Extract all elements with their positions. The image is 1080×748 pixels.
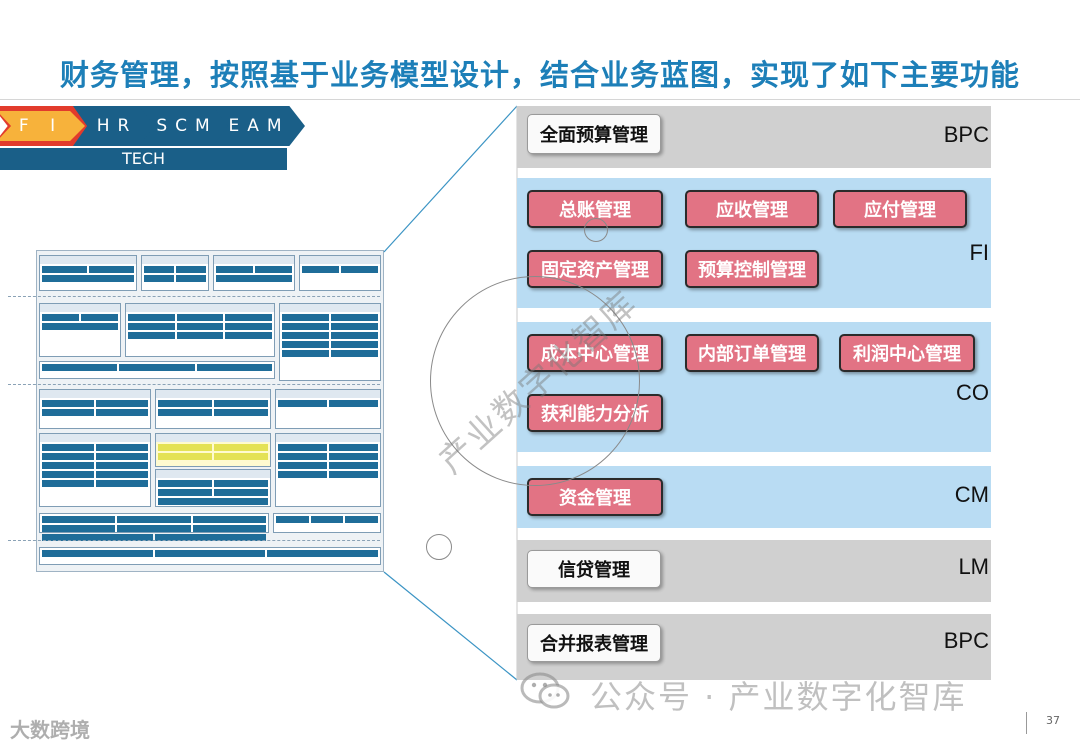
footer-watermark: 公众号 · 产业数字化智库 [590, 678, 967, 716]
title-divider [0, 99, 1080, 100]
arch-block [39, 303, 121, 357]
chevron-fi[interactable]: F I [0, 106, 90, 146]
arch-block [39, 389, 151, 429]
arch-block [39, 513, 269, 541]
consolidated-reporting-button[interactable]: 合并报表管理 [527, 624, 661, 662]
arch-divider [8, 540, 380, 541]
band-tag: LM [958, 554, 989, 579]
arch-divider [8, 296, 380, 297]
arch-block [275, 433, 381, 507]
architecture-thumbnail [36, 250, 384, 572]
arch-block [155, 469, 271, 507]
arch-block [39, 547, 381, 565]
budget-control-button[interactable]: 预算控制管理 [685, 250, 819, 288]
watermark-circle [430, 276, 640, 486]
band-budget: 全面预算管理 BPC [517, 106, 991, 168]
page-title: 财务管理，按照基于业务模型设计，结合业务蓝图，实现了如下主要功能 [59, 58, 1020, 92]
arch-block [39, 433, 151, 507]
arch-block-highlighted [155, 433, 271, 467]
page-number: 37 [1046, 714, 1060, 727]
receivables-button[interactable]: 应收管理 [685, 190, 819, 228]
band-consolidation: 合并报表管理 BPC [517, 614, 991, 680]
wechat-icon [520, 672, 570, 709]
arch-block [141, 255, 209, 291]
band-tag: CM [954, 482, 989, 507]
band-tag: CO [956, 380, 989, 405]
treasury-button[interactable]: 资金管理 [527, 478, 663, 516]
watermark-dot [584, 218, 608, 242]
arch-block [213, 255, 295, 291]
arch-divider [8, 384, 380, 385]
arch-block [279, 303, 381, 381]
band-fi: 总账管理 应收管理 应付管理 固定资产管理 预算控制管理 FI [517, 178, 991, 308]
internal-order-button[interactable]: 内部订单管理 [685, 334, 819, 372]
arch-block [39, 255, 137, 291]
page-number-divider [1026, 712, 1027, 734]
arch-block [275, 389, 381, 429]
band-lm: 信贷管理 LM [517, 540, 991, 602]
arch-block [39, 361, 275, 379]
band-tag: FI [969, 240, 989, 265]
watermark-dot [426, 534, 452, 560]
arch-block [155, 389, 271, 429]
band-tag: BPC [943, 628, 989, 653]
brand-watermark: 大数跨境 [10, 718, 90, 742]
arch-block [125, 303, 275, 357]
payables-button[interactable]: 应付管理 [833, 190, 967, 228]
band-cm: 资金管理 CM [517, 466, 991, 528]
chevron-eam[interactable]: EAM [213, 106, 305, 146]
arch-block [299, 255, 381, 291]
tech-bar: TECH [0, 148, 287, 170]
budget-management-button[interactable]: 全面预算管理 [527, 114, 661, 154]
arch-block [273, 513, 381, 533]
profit-center-button[interactable]: 利润中心管理 [839, 334, 975, 372]
credit-management-button[interactable]: 信贷管理 [527, 550, 661, 588]
band-tag: BPC [943, 122, 989, 147]
